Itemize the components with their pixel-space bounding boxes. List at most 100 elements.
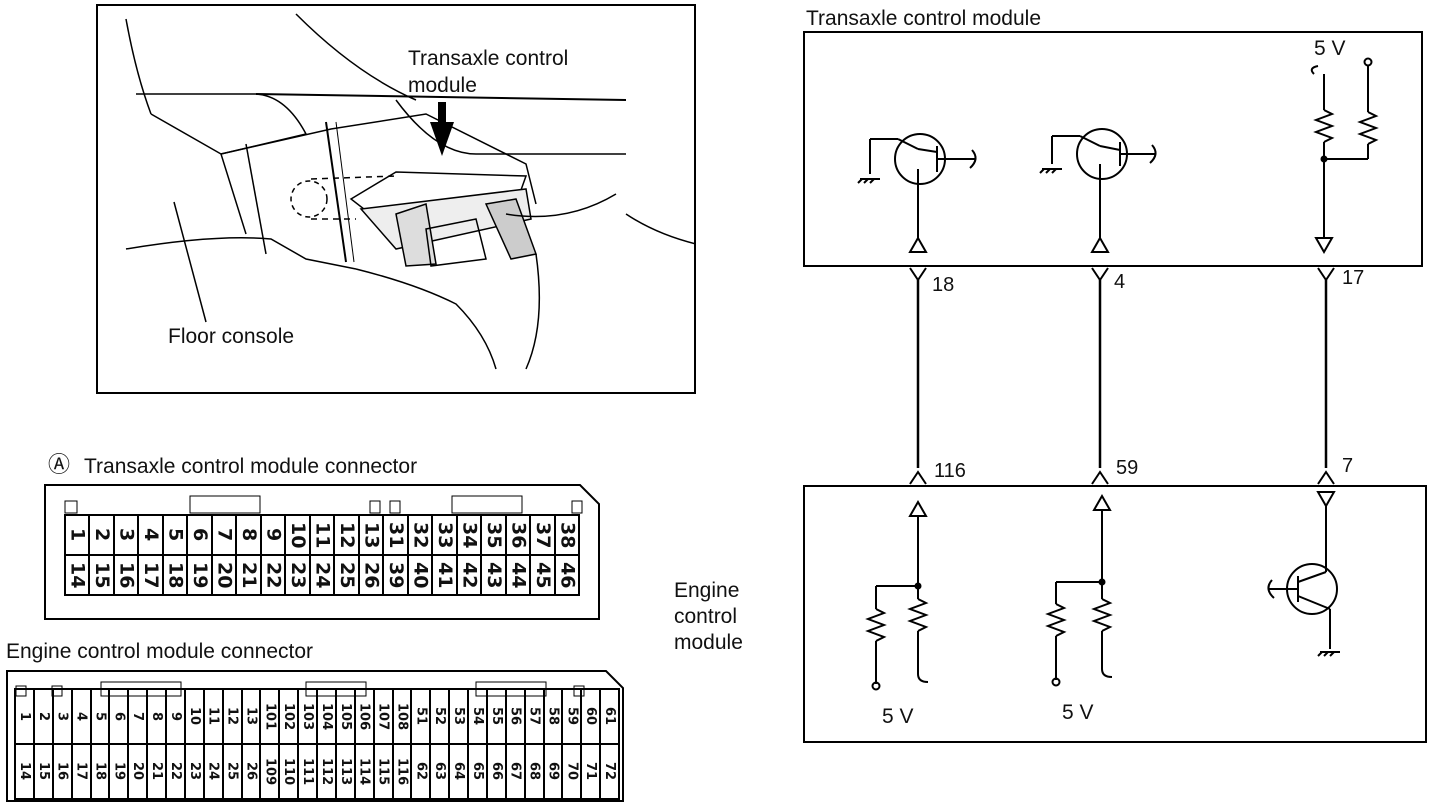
- pin-number: 39: [384, 561, 407, 589]
- pin-number: 105: [337, 702, 353, 731]
- pin-number: 10: [186, 707, 202, 726]
- pin-number: 17: [73, 762, 89, 781]
- pin-number: 67: [507, 762, 523, 781]
- pin-number: 22: [262, 561, 285, 589]
- pin-number: 115: [375, 757, 391, 786]
- ecm-pin-116: 116: [934, 460, 966, 482]
- pin-number: 45: [531, 561, 554, 589]
- pin-number: 6: [189, 528, 212, 542]
- connector-pin-cell: 70: [562, 744, 582, 799]
- tcm-schematic-title: Transaxle control module: [806, 7, 1041, 30]
- pin-number: 61: [602, 707, 618, 726]
- connector-pin-cell: 62: [411, 744, 431, 799]
- pin-number: 68: [526, 762, 542, 781]
- pin-number: 106: [356, 702, 372, 731]
- connector-pin-cell: 14: [15, 744, 34, 799]
- tcm-transistor-1: [857, 133, 977, 253]
- connector-pin-cell: 9: [260, 515, 286, 555]
- pin-number: 2: [91, 528, 114, 542]
- pin-number: 20: [130, 762, 146, 781]
- connector-pin-cell: 20: [211, 555, 237, 595]
- pin-number: 72: [602, 762, 618, 781]
- connector-pin-cell: 39: [383, 555, 408, 595]
- pin-number: 8: [149, 711, 165, 722]
- tcm-pullup-circuit: [1310, 57, 1379, 255]
- connector-pin-cell: 6: [109, 689, 129, 744]
- connector-pin-cell: 56: [505, 689, 525, 744]
- connector-pin-cell: 20: [128, 744, 148, 799]
- pin-number: 21: [149, 762, 165, 781]
- connector-pin-cell: 107: [373, 689, 393, 744]
- ecm-pin-59: 59: [1116, 457, 1139, 479]
- connector-pin-cell: 110: [279, 744, 299, 799]
- connector-pin-cell: 54: [468, 689, 487, 744]
- pin-number: 34: [458, 521, 481, 549]
- connector-pin-cell: 115: [373, 744, 393, 799]
- connector-pin-cell: 105: [335, 689, 355, 744]
- connector-pin-cell: 22: [166, 744, 185, 799]
- tcm-pin-18: 18: [932, 274, 955, 296]
- connector-pin-cell: 15: [33, 744, 53, 799]
- pin-number: 56: [507, 707, 523, 726]
- tcm-box: [803, 31, 1423, 267]
- ecm-title-line1: Engine: [674, 579, 740, 602]
- pin-number: 57: [526, 707, 542, 726]
- connector-pin-cell: 67: [505, 744, 525, 799]
- pin-number: 7: [130, 711, 146, 722]
- pin-number: 53: [451, 707, 467, 726]
- connector-pin-cell: 58: [543, 689, 563, 744]
- pin-number: 9: [167, 711, 183, 722]
- connector-pin-cell: 24: [309, 555, 335, 595]
- pin-number: 102: [281, 702, 297, 731]
- pin-number: 26: [360, 561, 383, 589]
- floor-console-label: Floor console: [168, 325, 295, 348]
- connector-pin-cell: 14: [65, 555, 90, 595]
- pin-number: 23: [287, 561, 310, 589]
- connector-pin-cell: 65: [468, 744, 487, 799]
- pin-number: 40: [409, 561, 432, 589]
- connector-pin-cell: 108: [392, 689, 412, 744]
- pin-number: 19: [111, 762, 127, 781]
- connector-pin-cell: 25: [222, 744, 242, 799]
- pin-number: 54: [469, 707, 485, 726]
- connector-pin-cell: 24: [203, 744, 223, 799]
- connector-pin-cell: 53: [449, 689, 468, 744]
- pin-number: 110: [281, 757, 297, 786]
- pin-number: 58: [545, 707, 561, 726]
- connector-pin-cell: 104: [317, 689, 336, 744]
- connector-pin-cell: 22: [260, 555, 286, 595]
- connector-pin-cell: 8: [147, 689, 166, 744]
- tcm-transistor-2: [1039, 128, 1157, 253]
- connector-pin-cell: 43: [481, 555, 506, 595]
- connector-pin-cell: 116: [392, 744, 412, 799]
- pin-number: 6: [111, 711, 127, 722]
- pin-number: 108: [394, 702, 410, 731]
- pin-number: 2: [35, 711, 51, 722]
- connector-pin-cell: 111: [298, 744, 317, 799]
- connector-pin-cell: 23: [285, 555, 310, 595]
- pin-number: 55: [488, 707, 504, 726]
- connector-pin-cell: 5: [90, 689, 110, 744]
- ecm-pin-7: 7: [1342, 455, 1354, 477]
- pin-number: 38: [556, 521, 579, 549]
- connector-pin-cell: 103: [298, 689, 317, 744]
- pin-number: 5: [92, 711, 108, 722]
- connector-pin-cell: 63: [430, 744, 450, 799]
- pin-number: 19: [189, 561, 212, 589]
- connector-pin-cell: 7: [211, 515, 237, 555]
- pin-number: 46: [556, 561, 579, 589]
- pin-number: 11: [205, 707, 221, 726]
- connector-pin-cell: 15: [89, 555, 114, 595]
- connector-pin-cell: 38: [554, 515, 579, 555]
- connector-pin-cell: 17: [71, 744, 91, 799]
- pin-number: 113: [337, 757, 353, 786]
- connector-pin-cell: 113: [335, 744, 355, 799]
- connector-pin-cell: 59: [562, 689, 582, 744]
- connector-pin-cell: 3: [113, 515, 139, 555]
- connector-pin-cell: 68: [524, 744, 544, 799]
- connector-pin-cell: 8: [236, 515, 261, 555]
- connector-a-marker: Ⓐ: [48, 453, 71, 478]
